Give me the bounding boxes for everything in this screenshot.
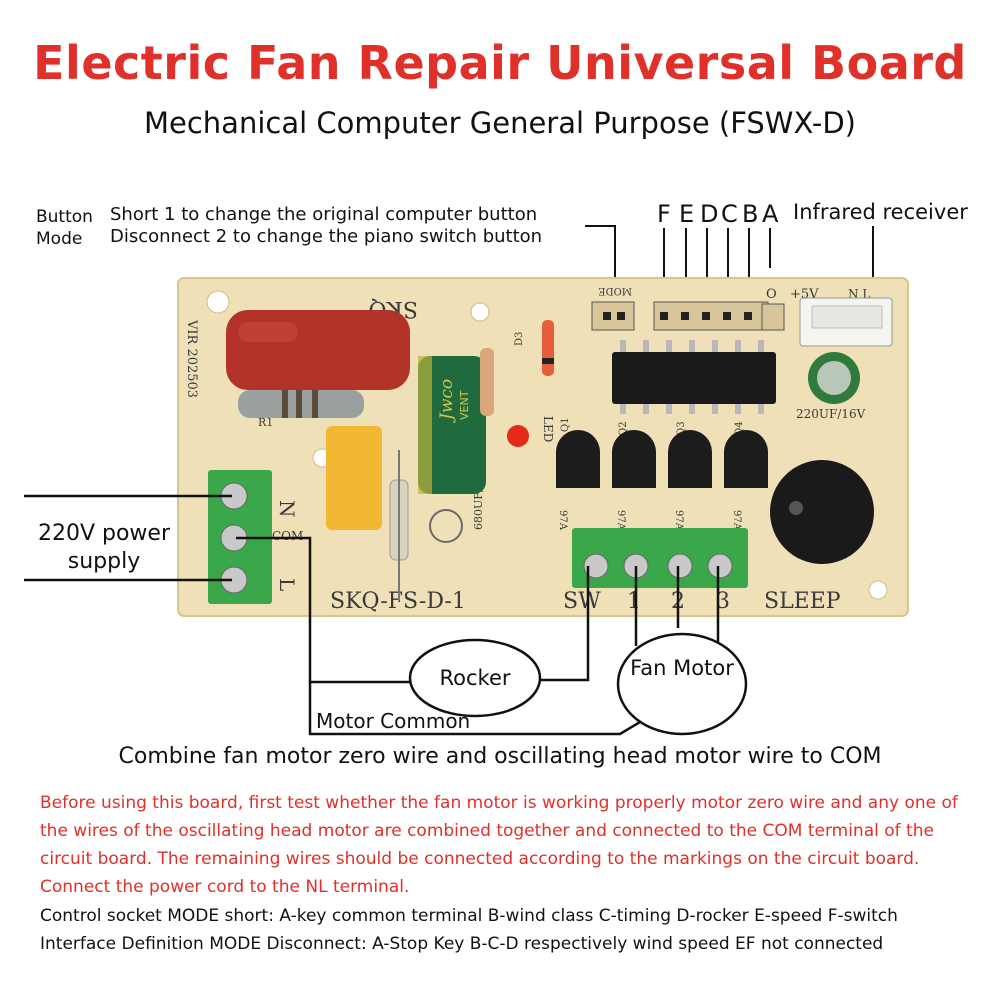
q2-label: Q2 — [618, 421, 629, 436]
q3-label: Q3 — [676, 421, 687, 436]
button-mode-line-1: Short 1 to change the original computer … — [110, 204, 538, 225]
output-label-3: 3 — [716, 589, 730, 614]
button-mode-label-2: Mode — [36, 229, 83, 249]
r1-label: R1 — [258, 416, 273, 429]
definition-line-1: Control socket MODE short: A-key common … — [40, 906, 898, 926]
transistor-q4 — [724, 430, 768, 488]
fan-motor-node — [616, 632, 748, 736]
q1-code: 97A — [557, 510, 568, 531]
power-supply-label: 220V power supply — [37, 521, 171, 574]
terminal-label-l: L — [275, 578, 299, 591]
q3-code: 97A — [673, 510, 684, 531]
button-mode-description: Short 1 to change the original computer … — [110, 204, 580, 248]
button-mode-label: Button Mode — [36, 206, 106, 250]
transistor-q3 — [668, 430, 712, 488]
definition-line-2: Interface Definition MODE Disconnect: A-… — [40, 934, 884, 954]
capacitor-small-label: 220UF/16V — [796, 407, 866, 421]
terminal-label-com: COM — [272, 529, 303, 543]
terminal-screw-2 — [667, 553, 693, 579]
combine-note: Combine fan motor zero wire and oscillat… — [118, 744, 882, 769]
output-label-1: 1 — [627, 589, 641, 614]
led-indicator — [507, 425, 529, 447]
terminal-label-n: N — [275, 500, 299, 518]
mode-header — [591, 301, 635, 331]
q2-code: 97A — [615, 510, 626, 531]
page-title: Electric Fan Repair Universal Board — [33, 36, 967, 90]
cap-sub-text: VENT — [458, 390, 471, 420]
cap-brand-text: Jwco — [437, 379, 457, 423]
diode-d3 — [542, 320, 554, 376]
rocker-node — [408, 638, 542, 718]
sleep-label: SLEEP — [764, 589, 841, 614]
header-mode-label: MODE — [598, 285, 632, 296]
q4-label: Q4 — [734, 421, 745, 436]
page-subtitle: Mechanical Computer General Purpose (FSW… — [144, 106, 856, 140]
buzzer — [770, 460, 874, 564]
rocker-label: Rocker — [439, 666, 511, 690]
ic-chip — [612, 352, 776, 404]
pin-label-a: A — [762, 200, 779, 228]
pin-label-f: F — [657, 200, 671, 228]
motor-terminal-block — [572, 528, 748, 588]
transistor-q2 — [612, 430, 656, 488]
q4-code: 97A — [731, 510, 742, 531]
pin-label-e: E — [679, 200, 695, 228]
yellow-capacitor — [326, 426, 382, 530]
warning-text: Before using this board, first test whet… — [40, 793, 958, 897]
pin-label-b: B — [742, 200, 759, 228]
terminal-screw-3 — [707, 553, 733, 579]
button-mode-label-1: Button — [36, 207, 93, 227]
board-version: VIR 202503 — [184, 319, 199, 398]
green-electrolytic-capacitor — [418, 356, 486, 494]
fan-motor-label: Fan Motor — [630, 656, 734, 680]
terminal-screw-sw — [583, 553, 609, 579]
header-o-label: O — [766, 287, 777, 302]
board-model: SKQ-FS-D-1 — [330, 589, 466, 614]
q1-label: Q1 — [560, 417, 571, 432]
d3-label: D3 — [514, 332, 525, 346]
wiring — [24, 494, 720, 736]
infrared-receiver-label: Infrared receiver — [793, 200, 968, 224]
pin-label-c: C — [721, 200, 738, 228]
led-label: LED — [541, 416, 555, 442]
pin-label-d: D — [700, 200, 719, 228]
output-label-sw: SW — [563, 589, 601, 614]
button-mode-line-2: Disconnect 2 to change the piano switch … — [110, 226, 543, 247]
transistor-q1 — [556, 430, 600, 488]
small-resistor — [480, 348, 494, 416]
motor-common-label: Motor Common — [316, 709, 471, 733]
